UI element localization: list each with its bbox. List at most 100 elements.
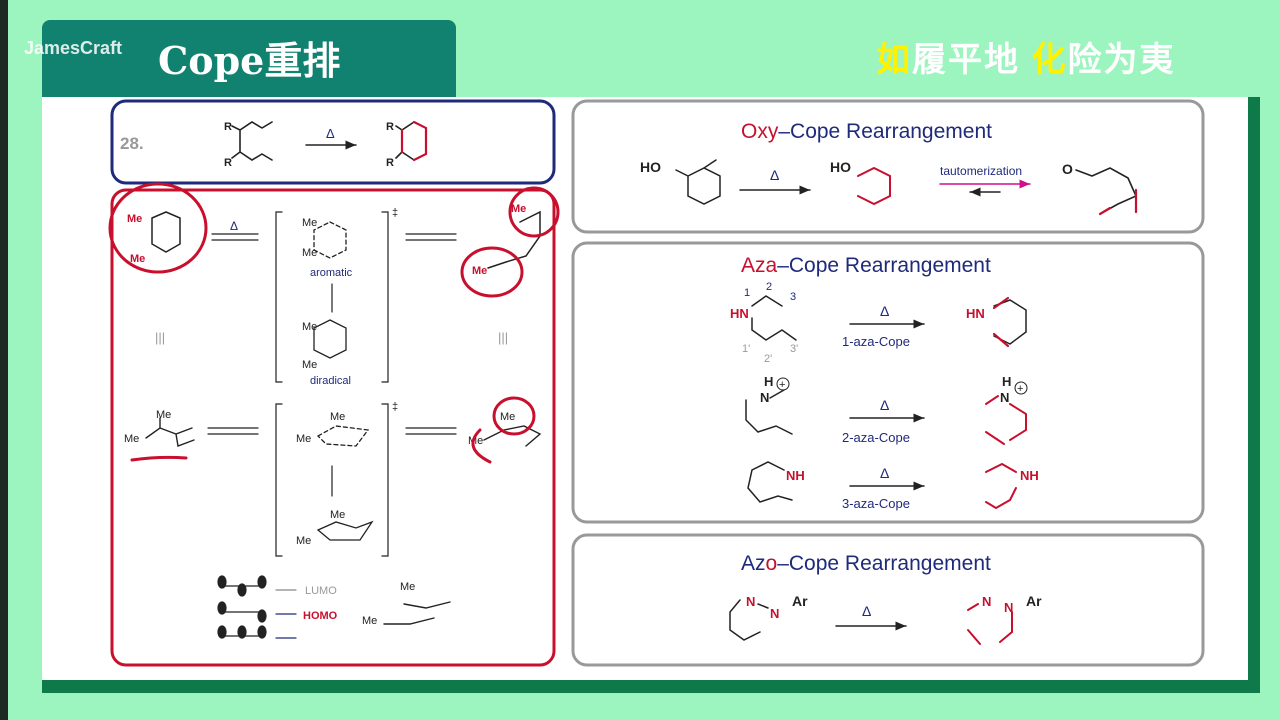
- nh-label: NH: [786, 468, 805, 483]
- r-label: R: [224, 157, 232, 169]
- aza1-label: 1-aza-Cope: [842, 334, 910, 349]
- h-label: H: [1002, 374, 1011, 389]
- oxy-ketone-product: [1075, 167, 1138, 215]
- delta-label: Δ: [880, 465, 889, 481]
- azo-title: Azo–Cope Rearrangement: [741, 552, 991, 575]
- plus-sign: +: [1017, 383, 1023, 395]
- boat-ts: [316, 425, 370, 447]
- annotation-circle: [492, 396, 536, 436]
- plus-sign: +: [779, 379, 785, 391]
- product-diene: [487, 210, 541, 269]
- h-label: H: [764, 374, 773, 389]
- chair-ts-reactant: [151, 211, 181, 253]
- aza3-label: 3-aza-Cope: [842, 496, 910, 511]
- new-bond: [1098, 188, 1138, 216]
- diradical-ts: [313, 319, 347, 359]
- ts-bracket-right: [381, 403, 389, 557]
- aza-prefix: Aza: [741, 254, 778, 277]
- ts-bracket-left: [275, 211, 283, 383]
- delta-label: Δ: [326, 126, 335, 141]
- ts-bracket-left: [275, 403, 283, 557]
- n-label: N: [982, 594, 991, 609]
- aza2-label: 2-aza-Cope: [842, 430, 910, 445]
- aza-title-rest: –Cope Rearrangement: [777, 254, 991, 277]
- me-label: Me: [500, 411, 515, 423]
- r-label: R: [386, 121, 394, 133]
- annotation-underline: [130, 455, 188, 462]
- tautomerization-label: tautomerization: [940, 164, 1022, 178]
- me-label: Me: [130, 253, 145, 265]
- aromatic-ts: [313, 221, 347, 259]
- atom-number: 3: [790, 291, 796, 303]
- panel-28: [110, 99, 556, 185]
- n-label: N: [746, 594, 755, 609]
- n-label: N: [760, 390, 769, 405]
- aza2-reactant: [745, 389, 793, 435]
- orbital-overlap-diagram: [383, 601, 451, 625]
- aza-cope-panel: [571, 241, 1205, 524]
- oxy-prefix: Oxy: [741, 120, 779, 143]
- annotation-circle: [460, 246, 524, 298]
- atom-number: 2': [764, 353, 772, 365]
- aza-cope-title: Aza–Cope Rearrangement: [741, 254, 991, 277]
- atom-number: 1: [744, 287, 750, 299]
- ho-label: HO: [640, 159, 661, 175]
- n-label: N: [770, 606, 779, 621]
- azo-prefix: Az: [741, 552, 766, 575]
- me-label: Me: [302, 217, 317, 229]
- me-label: Me: [511, 203, 526, 215]
- annotation-mark: [471, 428, 492, 464]
- title-bar: [42, 20, 456, 98]
- azo-title-rest: –Cope Rearrangement: [777, 552, 991, 575]
- homo-label: HOMO: [303, 610, 338, 622]
- me-label: Me: [302, 247, 317, 259]
- me-label: Me: [330, 411, 345, 423]
- equivalence-mark: |||: [498, 330, 508, 345]
- oxy-title-rest: –Cope Rearrangement: [778, 120, 992, 143]
- oxy-cope-panel: [571, 99, 1205, 234]
- me-label: Me: [127, 213, 142, 225]
- o-label: O: [1062, 161, 1073, 177]
- me-label: Me: [296, 433, 311, 445]
- aza2-product: [985, 395, 1027, 445]
- oxy-enol-product: [857, 166, 891, 206]
- equivalence-mark: |||: [155, 330, 165, 345]
- me-label: Me: [400, 581, 415, 593]
- nh-label: NH: [1020, 468, 1039, 483]
- problem-number: 28.: [120, 134, 144, 153]
- r-label: R: [386, 157, 394, 169]
- me-label: Me: [302, 359, 317, 371]
- azo-cope-panel: [571, 533, 1205, 667]
- product-diene: [395, 120, 428, 162]
- me-label: Me: [296, 535, 311, 547]
- annotation-circle: [108, 182, 208, 274]
- reactant-1-5-diene: [231, 121, 273, 161]
- aza3-product: [985, 462, 1017, 510]
- lumo-label: LUMO: [305, 585, 337, 597]
- atom-number: 1': [742, 343, 750, 355]
- aza1-reactant: [751, 295, 797, 341]
- aza3-reactant: [747, 461, 793, 503]
- delta-label: Δ: [230, 219, 238, 233]
- delta-label: Δ: [880, 397, 889, 413]
- delta-label: Δ: [770, 167, 779, 183]
- page-title: Cope重排: [158, 38, 341, 83]
- atom-number: 2: [766, 281, 772, 293]
- new-bond: [992, 296, 1010, 348]
- me-label: Me: [302, 321, 317, 333]
- me-label: Me: [362, 615, 377, 627]
- ts-bracket-right: [381, 211, 389, 383]
- chair-diradical: [316, 520, 374, 541]
- boat-product: [483, 425, 542, 447]
- slogan-text-2: 险为夷: [1067, 41, 1176, 79]
- me-label: Me: [472, 265, 487, 277]
- r-label: R: [224, 121, 232, 133]
- hn-label: HN: [966, 306, 985, 321]
- oxy-reactant: [675, 159, 721, 205]
- oxy-cope-title: Oxy–Cope Rearrangement: [741, 120, 992, 143]
- n-label: N: [1004, 600, 1013, 615]
- azo-prefix-o: o: [766, 552, 778, 575]
- aza1-product: [993, 299, 1027, 345]
- n-label: N: [1000, 390, 1009, 405]
